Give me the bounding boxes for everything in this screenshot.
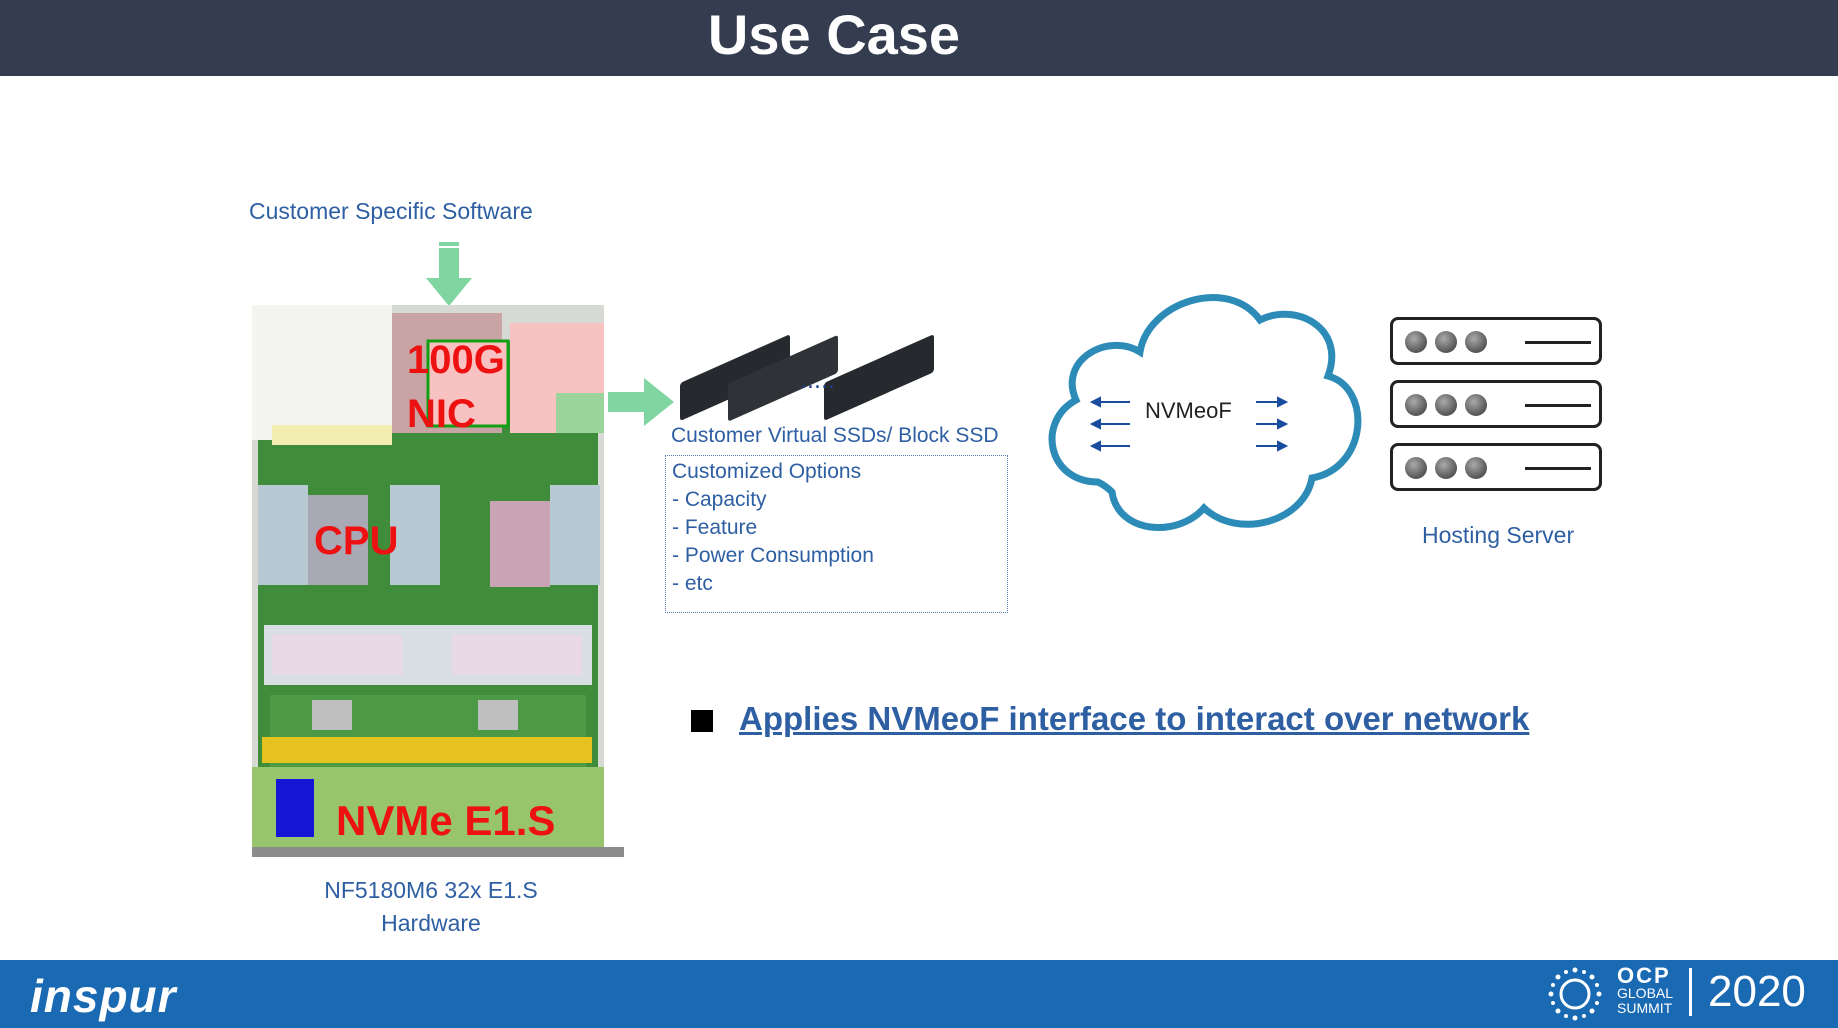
led-icon: [1405, 394, 1427, 416]
hardware-label-line2: Hardware: [381, 910, 481, 936]
option-item: - Capacity: [672, 488, 767, 511]
server-unit: [1390, 317, 1602, 365]
led-icon: [1465, 457, 1487, 479]
cloud-icon: [1048, 294, 1362, 531]
bullet-link-text[interactable]: Applies NVMeoF interface to interact ove…: [739, 700, 1530, 737]
footer-divider: [1689, 968, 1692, 1016]
ocp-summit: SUMMIT: [1617, 1000, 1673, 1016]
nic-label: 100G NIC: [407, 338, 505, 436]
led-icon: [1405, 457, 1427, 479]
led-icon: [1465, 394, 1487, 416]
cpu-label: CPU: [314, 519, 399, 563]
bullet-square-icon: [691, 710, 713, 732]
slide-title: Use Case: [707, 3, 961, 66]
slot-line: [1525, 404, 1591, 407]
server-unit: [1390, 380, 1602, 428]
ssd-label: Customer Virtual SSDs/ Block SSD: [671, 424, 999, 447]
software-label: Customer Specific Software: [249, 198, 533, 224]
ocp-wordmark: OCP: [1617, 963, 1671, 988]
led-icon: [1435, 457, 1457, 479]
svg-text:.....: .....: [800, 369, 835, 394]
option-item: - Feature: [672, 516, 758, 539]
nvme-label: NVMe E1.S: [336, 797, 556, 844]
options-heading: Customized Options: [672, 460, 862, 483]
ocp-summit-text: OCP GLOBAL SUMMIT: [1617, 963, 1674, 1016]
inspur-logo: inspur: [30, 970, 177, 1022]
option-item: - etc: [672, 572, 713, 595]
led-icon: [1435, 394, 1457, 416]
led-icon: [1405, 331, 1427, 353]
slot-line: [1525, 341, 1591, 344]
right-arrow-icon: [608, 378, 674, 426]
server-unit: [1390, 443, 1602, 491]
options-box: Customized Options - Capacity - Feature …: [665, 455, 1008, 613]
hosting-server-label: Hosting Server: [1422, 522, 1575, 548]
ocp-burst-logo: [1548, 967, 1602, 1021]
server-board-illustration: [252, 305, 624, 857]
header-bar: [0, 0, 1838, 76]
down-arrow-icon: [426, 242, 472, 306]
hardware-label-line1: NF5180M6 32x E1.S: [324, 877, 538, 903]
slot-line: [1525, 467, 1591, 470]
led-icon: [1435, 331, 1457, 353]
led-icon: [1465, 331, 1487, 353]
summit-year: 2020: [1708, 967, 1806, 1016]
footer-bar: [0, 960, 1838, 1028]
ssd-drives-icon: .....: [680, 335, 934, 421]
ocp-global: GLOBAL: [1617, 985, 1674, 1001]
option-item: - Power Consumption: [672, 544, 874, 567]
nvmeof-label: NVMeoF: [1145, 398, 1232, 423]
